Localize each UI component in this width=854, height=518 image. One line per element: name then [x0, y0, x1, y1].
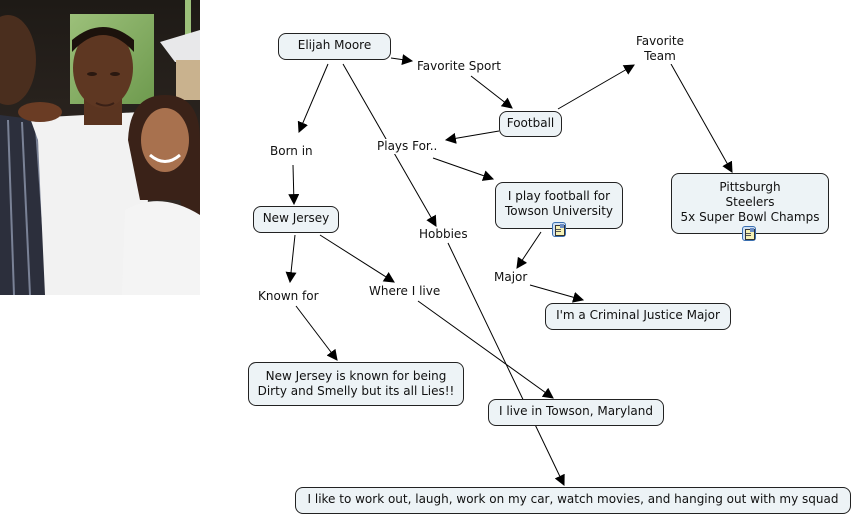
photo-illustration	[0, 0, 200, 295]
profile-photo	[0, 0, 200, 295]
concept-elijah-moore[interactable]: Elijah Moore	[278, 33, 391, 60]
concept-live-towson[interactable]: I live in Towson, Maryland	[488, 399, 664, 426]
link-known-for[interactable]: Known for	[257, 289, 320, 304]
line-born-in-to-new-jersey	[288, 164, 300, 206]
line-new-jersey-to-known-for	[285, 234, 297, 284]
line-favorite-team-to-steelers	[670, 63, 733, 173]
concept-nj-known-for[interactable]: New Jersey is known for being Dirty and …	[248, 362, 464, 406]
concept-towson-university[interactable]: I play football for Towson University	[495, 182, 623, 229]
line-elijah-to-born-in	[297, 63, 329, 134]
line-football-to-plays-for	[444, 130, 500, 144]
image-thumbnail	[560, 224, 564, 228]
link-where-i-live[interactable]: Where I live	[368, 284, 442, 299]
line-football-to-favorite-team	[557, 64, 635, 110]
line-elijah-to-favorite-sport	[390, 54, 414, 66]
concept-new-jersey[interactable]: New Jersey	[253, 206, 339, 233]
link-favorite-team[interactable]: Favorite Team	[635, 34, 685, 64]
concept-hobbies-list[interactable]: I like to work out, laugh, work on my ca…	[295, 487, 851, 514]
link-favorite-sport[interactable]: Favorite Sport	[416, 59, 502, 74]
document-image-icon[interactable]	[552, 222, 566, 237]
line-where-i-live-to-live-towson	[417, 300, 554, 399]
document-line	[746, 233, 751, 234]
line-known-for-to-nj-known	[295, 305, 338, 361]
concept-criminal-justice-major[interactable]: I'm a Criminal Justice Major	[545, 303, 731, 330]
document-line	[746, 235, 751, 236]
concept-pittsburgh-steelers[interactable]: Pittsburgh Steelers 5x Super Bowl Champs	[671, 173, 829, 234]
line-plays-for-to-towson-univ	[432, 157, 495, 181]
link-hobbies[interactable]: Hobbies	[418, 227, 469, 242]
link-major[interactable]: Major	[493, 270, 529, 285]
document-line	[556, 231, 561, 232]
link-born-in[interactable]: Born in	[269, 144, 314, 159]
document-image-icon[interactable]	[742, 226, 756, 241]
line-new-jersey-to-where-i-live	[319, 234, 395, 283]
line-favorite-sport-to-football	[470, 75, 513, 109]
line-towson-univ-to-major	[516, 231, 542, 269]
document-line	[556, 229, 561, 230]
link-plays-for[interactable]: Plays For..	[376, 139, 439, 154]
concept-football[interactable]: Football	[499, 111, 562, 137]
image-thumbnail	[750, 228, 754, 232]
line-hobbies-to-hobbies-text	[447, 242, 565, 486]
line-major-to-major-text	[529, 284, 585, 303]
